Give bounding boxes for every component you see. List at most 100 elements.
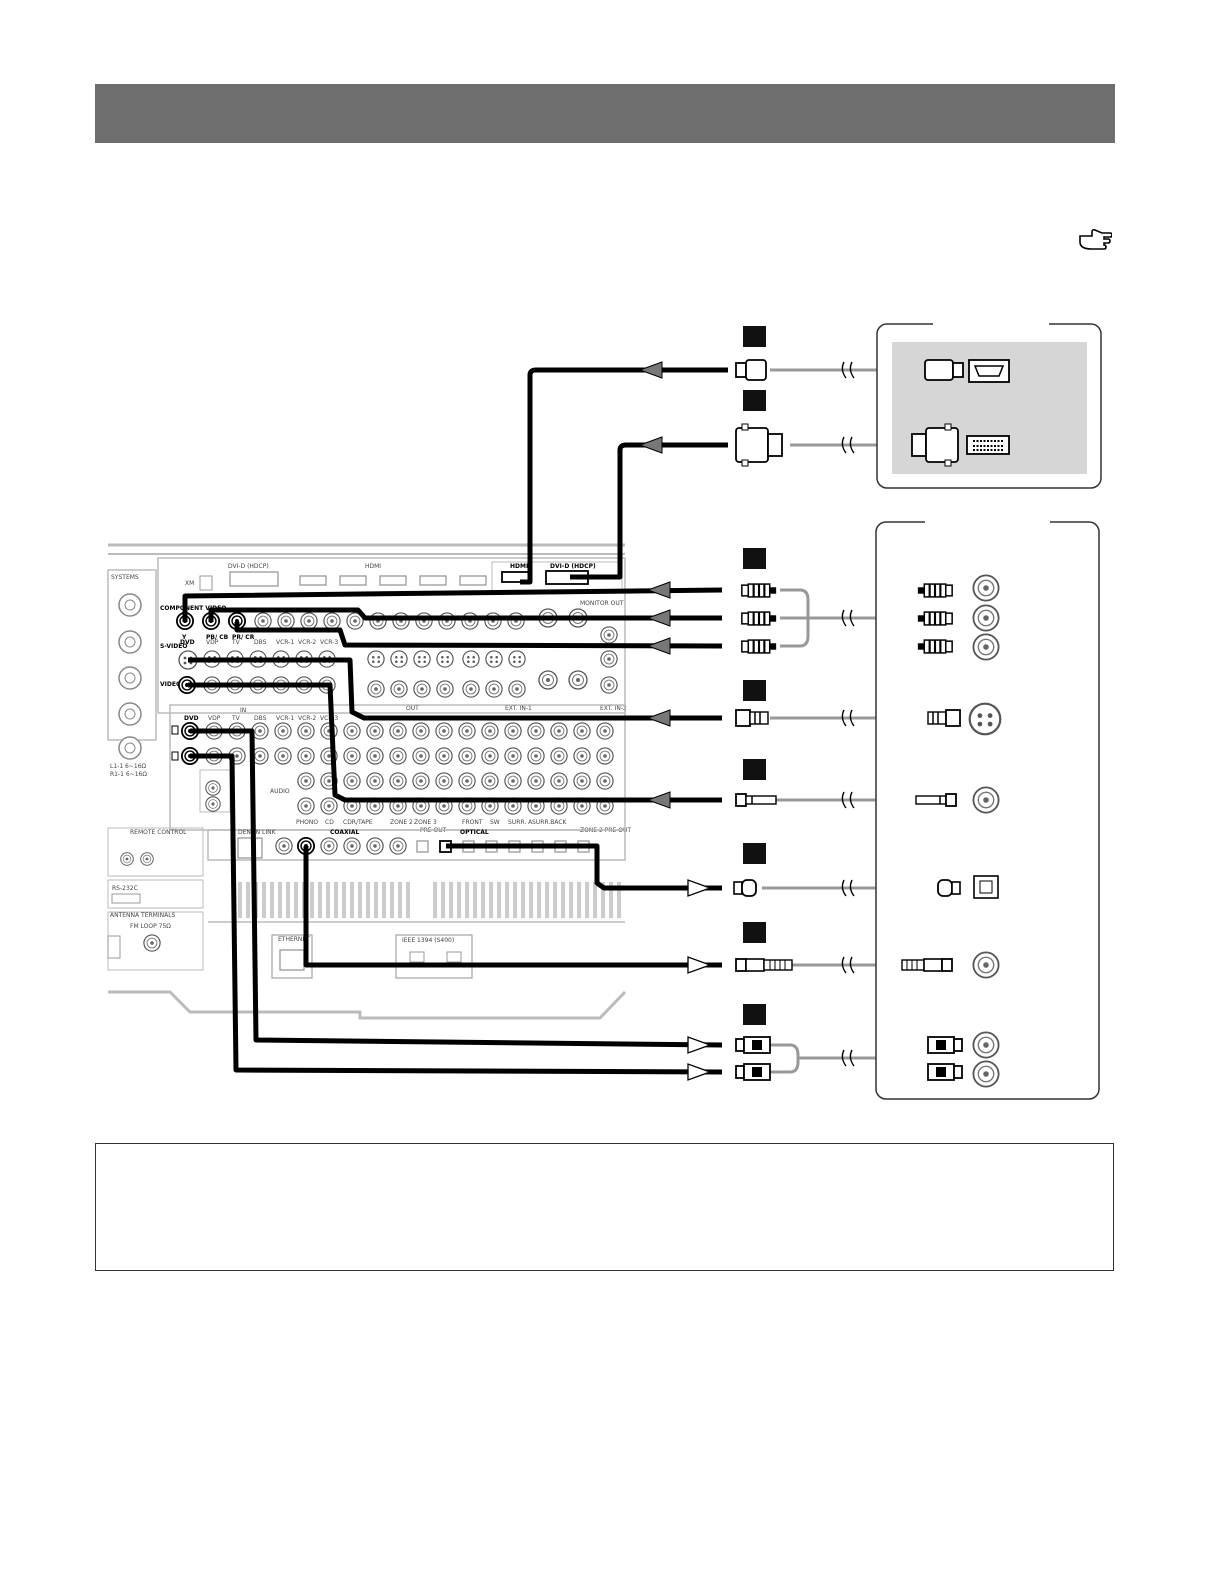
optical-plug-left [733, 879, 757, 897]
audio-dbs-label: DBS [254, 715, 267, 722]
component-plug-left-1 [740, 583, 778, 598]
fm-loop-label: FM LOOP 75Ω [130, 923, 171, 930]
ext-in2-label: EXT. IN-2 [600, 705, 627, 712]
audio-vcr1-label: VCR-1 [276, 715, 294, 722]
front-label: FRONT [462, 819, 483, 826]
remote-control-label: REMOTE CONTROL [130, 829, 187, 836]
hdmi-out-label: HDMI [510, 563, 528, 570]
audio-plug-left-1 [735, 1036, 771, 1054]
denon-link-label: DENON LINK [238, 829, 277, 836]
audio-jacks-row3 [297, 772, 614, 790]
dvd-component-y-jack [972, 574, 1000, 602]
speaker-systems-label: SYSTEMS [111, 574, 139, 581]
dvi-in-label: DVI-D (HDCP) [228, 563, 269, 570]
optical-plug-right [937, 879, 961, 897]
receiver-rear-panel: SYSTEMS L1-1 6~16Ω R1-1 6~16Ω XM DVI-D (… [107, 543, 631, 1020]
cdr-tape-label: CDR/TAPE [343, 819, 373, 826]
monitor-device-box [876, 318, 1102, 489]
xm-label: XM [185, 580, 194, 587]
s-video-plug-right [927, 709, 961, 727]
vcr1-label: VCR-1 [276, 639, 294, 646]
dvd-player-device-box [875, 516, 1100, 1100]
hdmi-in-label: HDMI [365, 563, 381, 570]
audio-in-jacks-row1 [205, 722, 614, 740]
zone3-label: ZONE 3 [414, 819, 437, 826]
hdmi-plug-right [924, 359, 964, 381]
vdp-label: VDP [206, 639, 219, 646]
optical-label: OPTICAL [460, 829, 489, 836]
hdmi-port-monitor [968, 359, 1010, 383]
dvd-audio-r-jack [972, 1060, 1000, 1088]
zone2-label: ZONE 2 [390, 819, 413, 826]
component-video-jacks [254, 612, 525, 630]
impedance-a-label: L1-1 6~16Ω [110, 763, 147, 770]
dvi-port-monitor [966, 435, 1010, 455]
dvi-out-label: DVI-D (HDCP) [550, 563, 596, 570]
s-video-dvd-label: DVD [180, 639, 195, 646]
component-plug-left-3 [740, 639, 778, 654]
hdmi-in-ports [299, 575, 487, 586]
signal-arrows [638, 361, 712, 1081]
dvd-optical-port [973, 875, 999, 899]
antenna-terminals-label: ANTENNA TERMINALS [110, 912, 176, 919]
component-plug-left-2 [740, 611, 778, 626]
sw-label: SW [490, 819, 500, 826]
coaxial-plug-left [735, 958, 793, 972]
audio-plug-right-2 [927, 1063, 963, 1081]
step-markers [743, 326, 766, 1025]
vents [238, 882, 621, 918]
vcr3-label: VCR-3 [320, 639, 338, 646]
video-plug-left [735, 793, 777, 807]
audio-tv-label: TV [231, 715, 241, 722]
dbs-label: DBS [254, 639, 267, 646]
pointing-hand-icon [1079, 228, 1112, 250]
video-out-label: OUT [406, 705, 419, 712]
comp-pb-label: PB/ CB [206, 634, 229, 641]
comp-y-label: Y [181, 634, 187, 641]
audio-vcr2-label: VCR-2 [298, 715, 316, 722]
dvd-coaxial-jack [972, 951, 1000, 979]
tv-label: TV [231, 639, 241, 646]
rs232c-label: RS-232C [112, 885, 138, 892]
audio-vdp-label: VDP [208, 715, 221, 722]
dvd-component-pb-jack [972, 604, 1000, 632]
dvd-video-jack [972, 786, 1000, 814]
audio-plug-right-1 [927, 1036, 963, 1054]
comp-pr-label: PR/ CR [232, 634, 255, 641]
hdmi-plug-left [735, 359, 767, 381]
dvd-audio-l-jack [972, 1031, 1000, 1059]
monitor-out-label: MONITOR OUT [580, 600, 624, 607]
dvd-s-video-jack [968, 702, 1002, 736]
audio-label: AUDIO [270, 788, 290, 795]
section-header-band [95, 84, 1115, 143]
ieee1394-label: IEEE 1394 (S400) [402, 937, 454, 944]
cable-break-marks [841, 361, 855, 1067]
surr-a-label: SURR. A [508, 819, 533, 826]
dvd-component-pr-jack [972, 633, 1000, 661]
component-video-label: COMPONENT VIDEO [160, 605, 226, 612]
dvi-plug-left [735, 423, 783, 467]
coaxial-label: COAXIAL [330, 829, 359, 836]
video-label: VIDEO [160, 681, 181, 688]
audio-dvd-label: DVD [184, 715, 199, 722]
dvi-plug-right [911, 423, 959, 467]
note-box [95, 1143, 1114, 1271]
cable-lines [182, 367, 728, 1075]
impedance-b-label: R1-1 6~16Ω [110, 771, 147, 778]
s-video-plug-left [735, 709, 769, 727]
audio-in-jacks-row2 [205, 747, 614, 765]
cd-label: CD [325, 819, 334, 826]
connection-diagram: SYSTEMS L1-1 6~16Ω R1-1 6~16Ω XM DVI-D (… [107, 318, 1102, 1100]
phono-label: PHONO [296, 819, 318, 826]
speaker-terminals [118, 593, 142, 760]
s-video-label: S-VIDEO [160, 643, 187, 650]
video-plug-right [915, 793, 957, 807]
ethernet-label: ETHERNET [278, 936, 310, 943]
ethernet-port [279, 949, 305, 971]
coaxial-plug-right [901, 958, 953, 972]
monitor-out-jacks [538, 608, 618, 694]
audio-plug-left-2 [735, 1063, 771, 1081]
ext-in1-label: EXT. IN-1 [505, 705, 532, 712]
vcr2-label: VCR-2 [298, 639, 316, 646]
surr-back-label: SURR.BACK [532, 819, 568, 826]
